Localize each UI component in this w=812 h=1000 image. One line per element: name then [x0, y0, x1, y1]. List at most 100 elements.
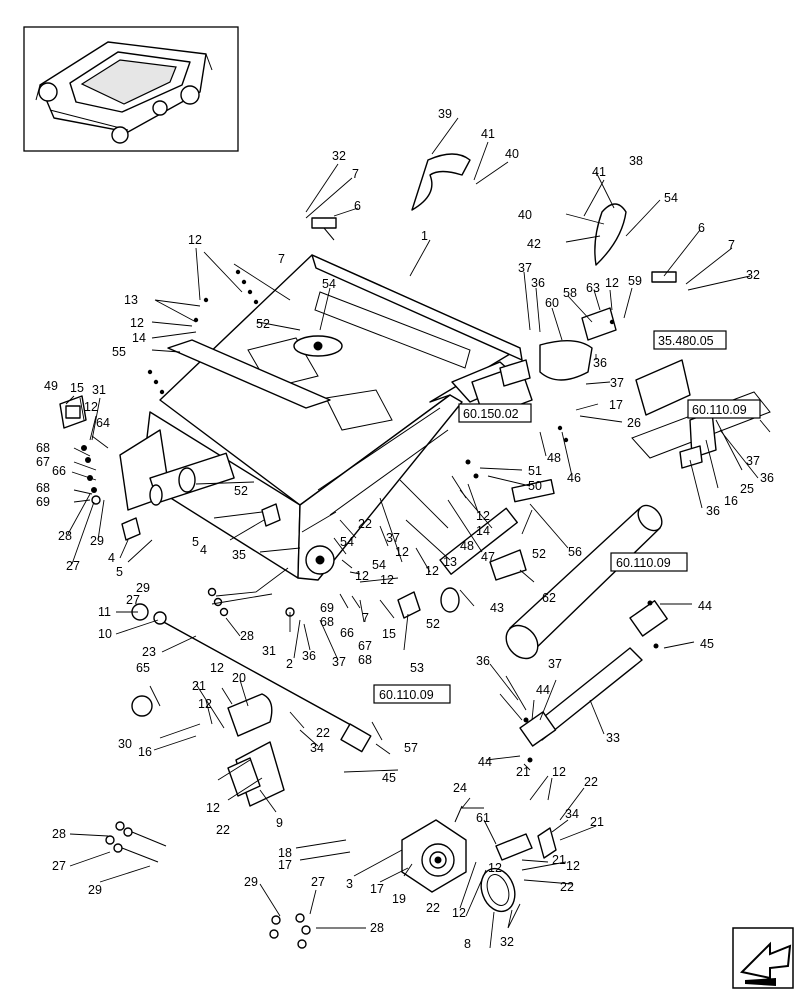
leader-lines: [65, 117, 771, 949]
navigation-arrow-icon[interactable]: [732, 927, 794, 989]
callout-12: 12: [476, 509, 490, 523]
callout-68: 68: [36, 481, 50, 495]
callout-15: 15: [382, 627, 396, 641]
callout-46: 46: [567, 471, 581, 485]
callout-59: 59: [628, 274, 642, 288]
callout-63: 63: [586, 281, 600, 295]
ref-box-60-150-02[interactable]: 60.150.02: [458, 403, 532, 423]
callout-68: 68: [36, 441, 50, 455]
callout-13: 13: [443, 555, 457, 569]
callout-55: 55: [112, 345, 126, 359]
callout-64: 64: [96, 416, 110, 430]
callout-37: 37: [332, 655, 346, 669]
callout-2: 2: [286, 657, 293, 671]
ref-box-35-480-05[interactable]: 35.480.05: [653, 330, 727, 350]
callout-12: 12: [206, 801, 220, 815]
callout-61: 61: [476, 811, 490, 825]
callout-12: 12: [210, 661, 224, 675]
lower-parts: [227, 741, 557, 913]
callout-58: 58: [563, 286, 577, 300]
callout-47: 47: [481, 550, 495, 564]
callout-12: 12: [425, 564, 439, 578]
ref-box-60-110-09-middle[interactable]: 60.110.09: [610, 552, 688, 572]
callout-44: 44: [536, 683, 550, 697]
callout-49: 49: [44, 379, 58, 393]
callout-14: 14: [476, 524, 490, 538]
callout-52: 52: [426, 617, 440, 631]
callout-6: 6: [354, 199, 361, 213]
callout-27: 27: [311, 875, 325, 889]
frame-assembly: [119, 254, 523, 581]
callout-54: 54: [340, 535, 354, 549]
callout-12: 12: [552, 765, 566, 779]
reference-boxes: 35.480.05 60.150.02 60.110.09 60.110.09 …: [373, 330, 761, 704]
callout-14: 14: [132, 331, 146, 345]
callout-23: 23: [142, 645, 156, 659]
callout-36: 36: [593, 356, 607, 370]
callout-27: 27: [126, 593, 140, 607]
callout-12: 12: [566, 859, 580, 873]
callout-16: 16: [724, 494, 738, 508]
callout-32: 32: [332, 149, 346, 163]
callout-21: 21: [192, 679, 206, 693]
callout-7: 7: [352, 167, 359, 181]
callout-60: 60: [545, 296, 559, 310]
callout-36: 36: [760, 471, 774, 485]
callout-37: 37: [610, 376, 624, 390]
callout-66: 66: [340, 626, 354, 640]
callout-34: 34: [310, 741, 324, 755]
callout-28: 28: [240, 629, 254, 643]
callout-26: 26: [627, 416, 641, 430]
callout-37: 37: [518, 261, 532, 275]
callout-35: 35: [232, 548, 246, 562]
callout-12: 12: [488, 861, 502, 875]
callout-62: 62: [542, 591, 556, 605]
callout-10: 10: [98, 627, 112, 641]
callout-4: 4: [108, 551, 115, 565]
callout-37: 37: [746, 454, 760, 468]
callout-67: 67: [358, 639, 372, 653]
callout-9: 9: [276, 816, 283, 830]
callout-12: 12: [130, 316, 144, 330]
callout-36: 36: [302, 649, 316, 663]
callout-8: 8: [464, 937, 471, 951]
callout-20: 20: [232, 671, 246, 685]
callout-21: 21: [552, 853, 566, 867]
callout-51: 51: [528, 464, 542, 478]
callout-28: 28: [58, 529, 72, 543]
callout-7: 7: [728, 238, 735, 252]
callout-5: 5: [192, 535, 199, 549]
callout-29: 29: [90, 534, 104, 548]
ref-box-60-110-09-upper[interactable]: 60.110.09: [687, 399, 761, 419]
callout-54: 54: [372, 558, 386, 572]
callout-12: 12: [395, 545, 409, 559]
callout-37: 37: [548, 657, 562, 671]
ref-box-60-110-09-lower[interactable]: 60.110.09: [373, 684, 451, 704]
callout-18: 18: [278, 846, 292, 860]
callout-44: 44: [698, 599, 712, 613]
callout-12: 12: [198, 697, 212, 711]
callout-13: 13: [124, 293, 138, 307]
callout-25: 25: [740, 482, 754, 496]
callout-33: 33: [606, 731, 620, 745]
callout-37: 37: [386, 531, 400, 545]
callout-42: 42: [527, 237, 541, 251]
callout-52: 52: [234, 484, 248, 498]
fasteners: [59, 269, 659, 949]
callout-40: 40: [505, 147, 519, 161]
callout-53: 53: [410, 661, 424, 675]
callout-31: 31: [262, 644, 276, 658]
callout-56: 56: [568, 545, 582, 559]
callout-12: 12: [355, 569, 369, 583]
callout-34: 34: [565, 807, 579, 821]
callout-41: 41: [481, 127, 495, 141]
callout-54: 54: [664, 191, 678, 205]
svg-text:60.110.09: 60.110.09: [692, 403, 747, 417]
callout-5: 5: [116, 565, 123, 579]
callout-28: 28: [370, 921, 384, 935]
callout-44: 44: [478, 755, 492, 769]
callout-36: 36: [476, 654, 490, 668]
callout-24: 24: [453, 781, 467, 795]
overview-inset: [23, 26, 239, 152]
